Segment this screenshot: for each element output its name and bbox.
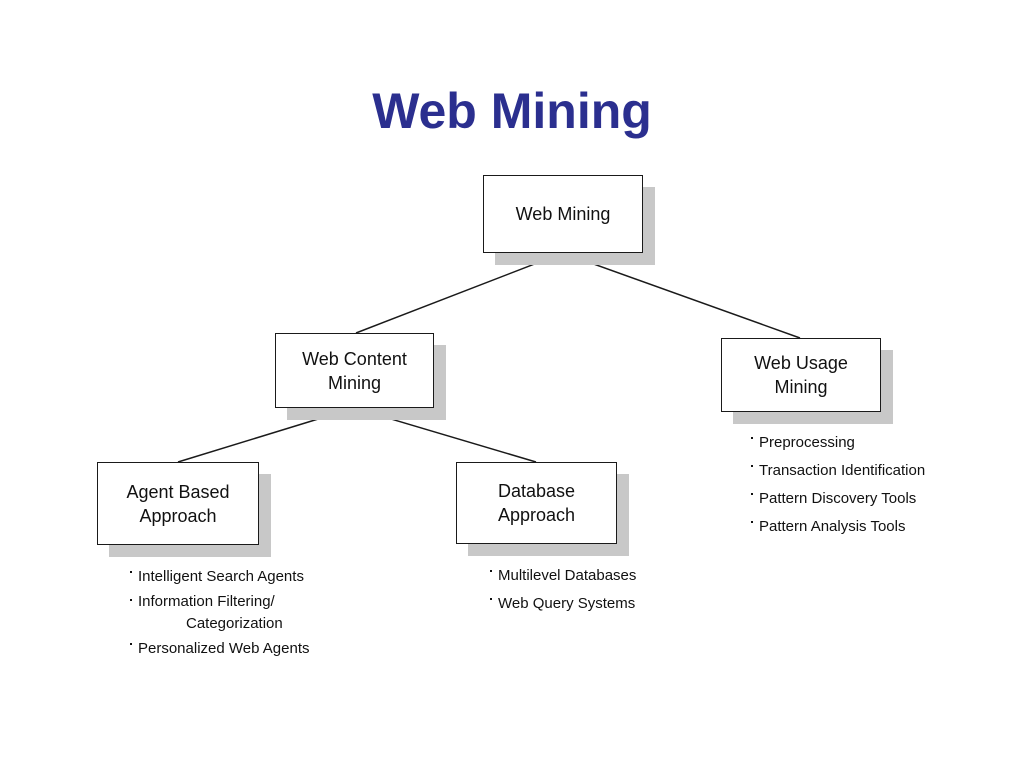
node-label: Web Usage	[754, 353, 848, 373]
edge-content-database	[353, 407, 537, 463]
list-item-text: Transaction Identification	[759, 462, 926, 479]
list-item-text: Personalized Web Agents	[138, 640, 310, 657]
list-item-text: Pattern Analysis Tools	[759, 518, 906, 535]
list-item: Multilevel Databases	[490, 562, 636, 590]
list-item: Pattern Discovery Tools	[751, 485, 925, 513]
list-item-text: Multilevel Databases	[498, 567, 637, 584]
list-item-text: Intelligent Search Agents	[138, 568, 304, 585]
list-item: Information Filtering/ Categorization	[130, 591, 310, 635]
node-web-content-mining: Web Content Mining	[275, 333, 434, 408]
agent-approach-list: Intelligent Search Agents Information Fi…	[130, 563, 310, 663]
list-item: Preprocessing	[751, 429, 925, 457]
node-label: Web Mining	[515, 204, 611, 224]
list-item-text: Information Filtering/	[138, 593, 275, 610]
edge-root-content	[355, 252, 564, 334]
node-label: Web Content	[302, 348, 407, 369]
list-item-text: Preprocessing	[759, 434, 855, 451]
node-label: Approach	[497, 505, 576, 525]
edge-root-usage	[562, 252, 801, 339]
list-item-text: Pattern Discovery Tools	[759, 490, 917, 507]
node-label: Database	[497, 481, 576, 501]
database-approach-list: Multilevel Databases Web Query Systems	[490, 562, 636, 618]
list-item: Intelligent Search Agents	[130, 563, 310, 591]
page-title: Web Mining	[372, 83, 652, 139]
edge-content-agent	[177, 407, 355, 463]
node-label: Mining	[327, 372, 381, 393]
list-item: Personalized Web Agents	[130, 635, 310, 663]
list-item-continuation: Categorization	[186, 615, 283, 632]
node-label: Mining	[774, 377, 828, 397]
node-label: Approach	[139, 505, 217, 526]
list-item-text: Web Query Systems	[498, 595, 636, 612]
node-web-usage-mining: Web Usage Mining	[721, 338, 881, 412]
list-item: Transaction Identification	[751, 457, 925, 485]
node-database-approach: Database Approach	[456, 462, 617, 544]
node-web-mining: Web Mining	[483, 175, 643, 253]
node-label: Agent Based	[126, 481, 230, 502]
node-agent-based-approach: Agent Based Approach	[97, 462, 259, 545]
web-usage-list: Preprocessing Transaction Identification…	[751, 429, 925, 541]
list-item: Web Query Systems	[490, 590, 636, 618]
list-item: Pattern Analysis Tools	[751, 513, 925, 541]
